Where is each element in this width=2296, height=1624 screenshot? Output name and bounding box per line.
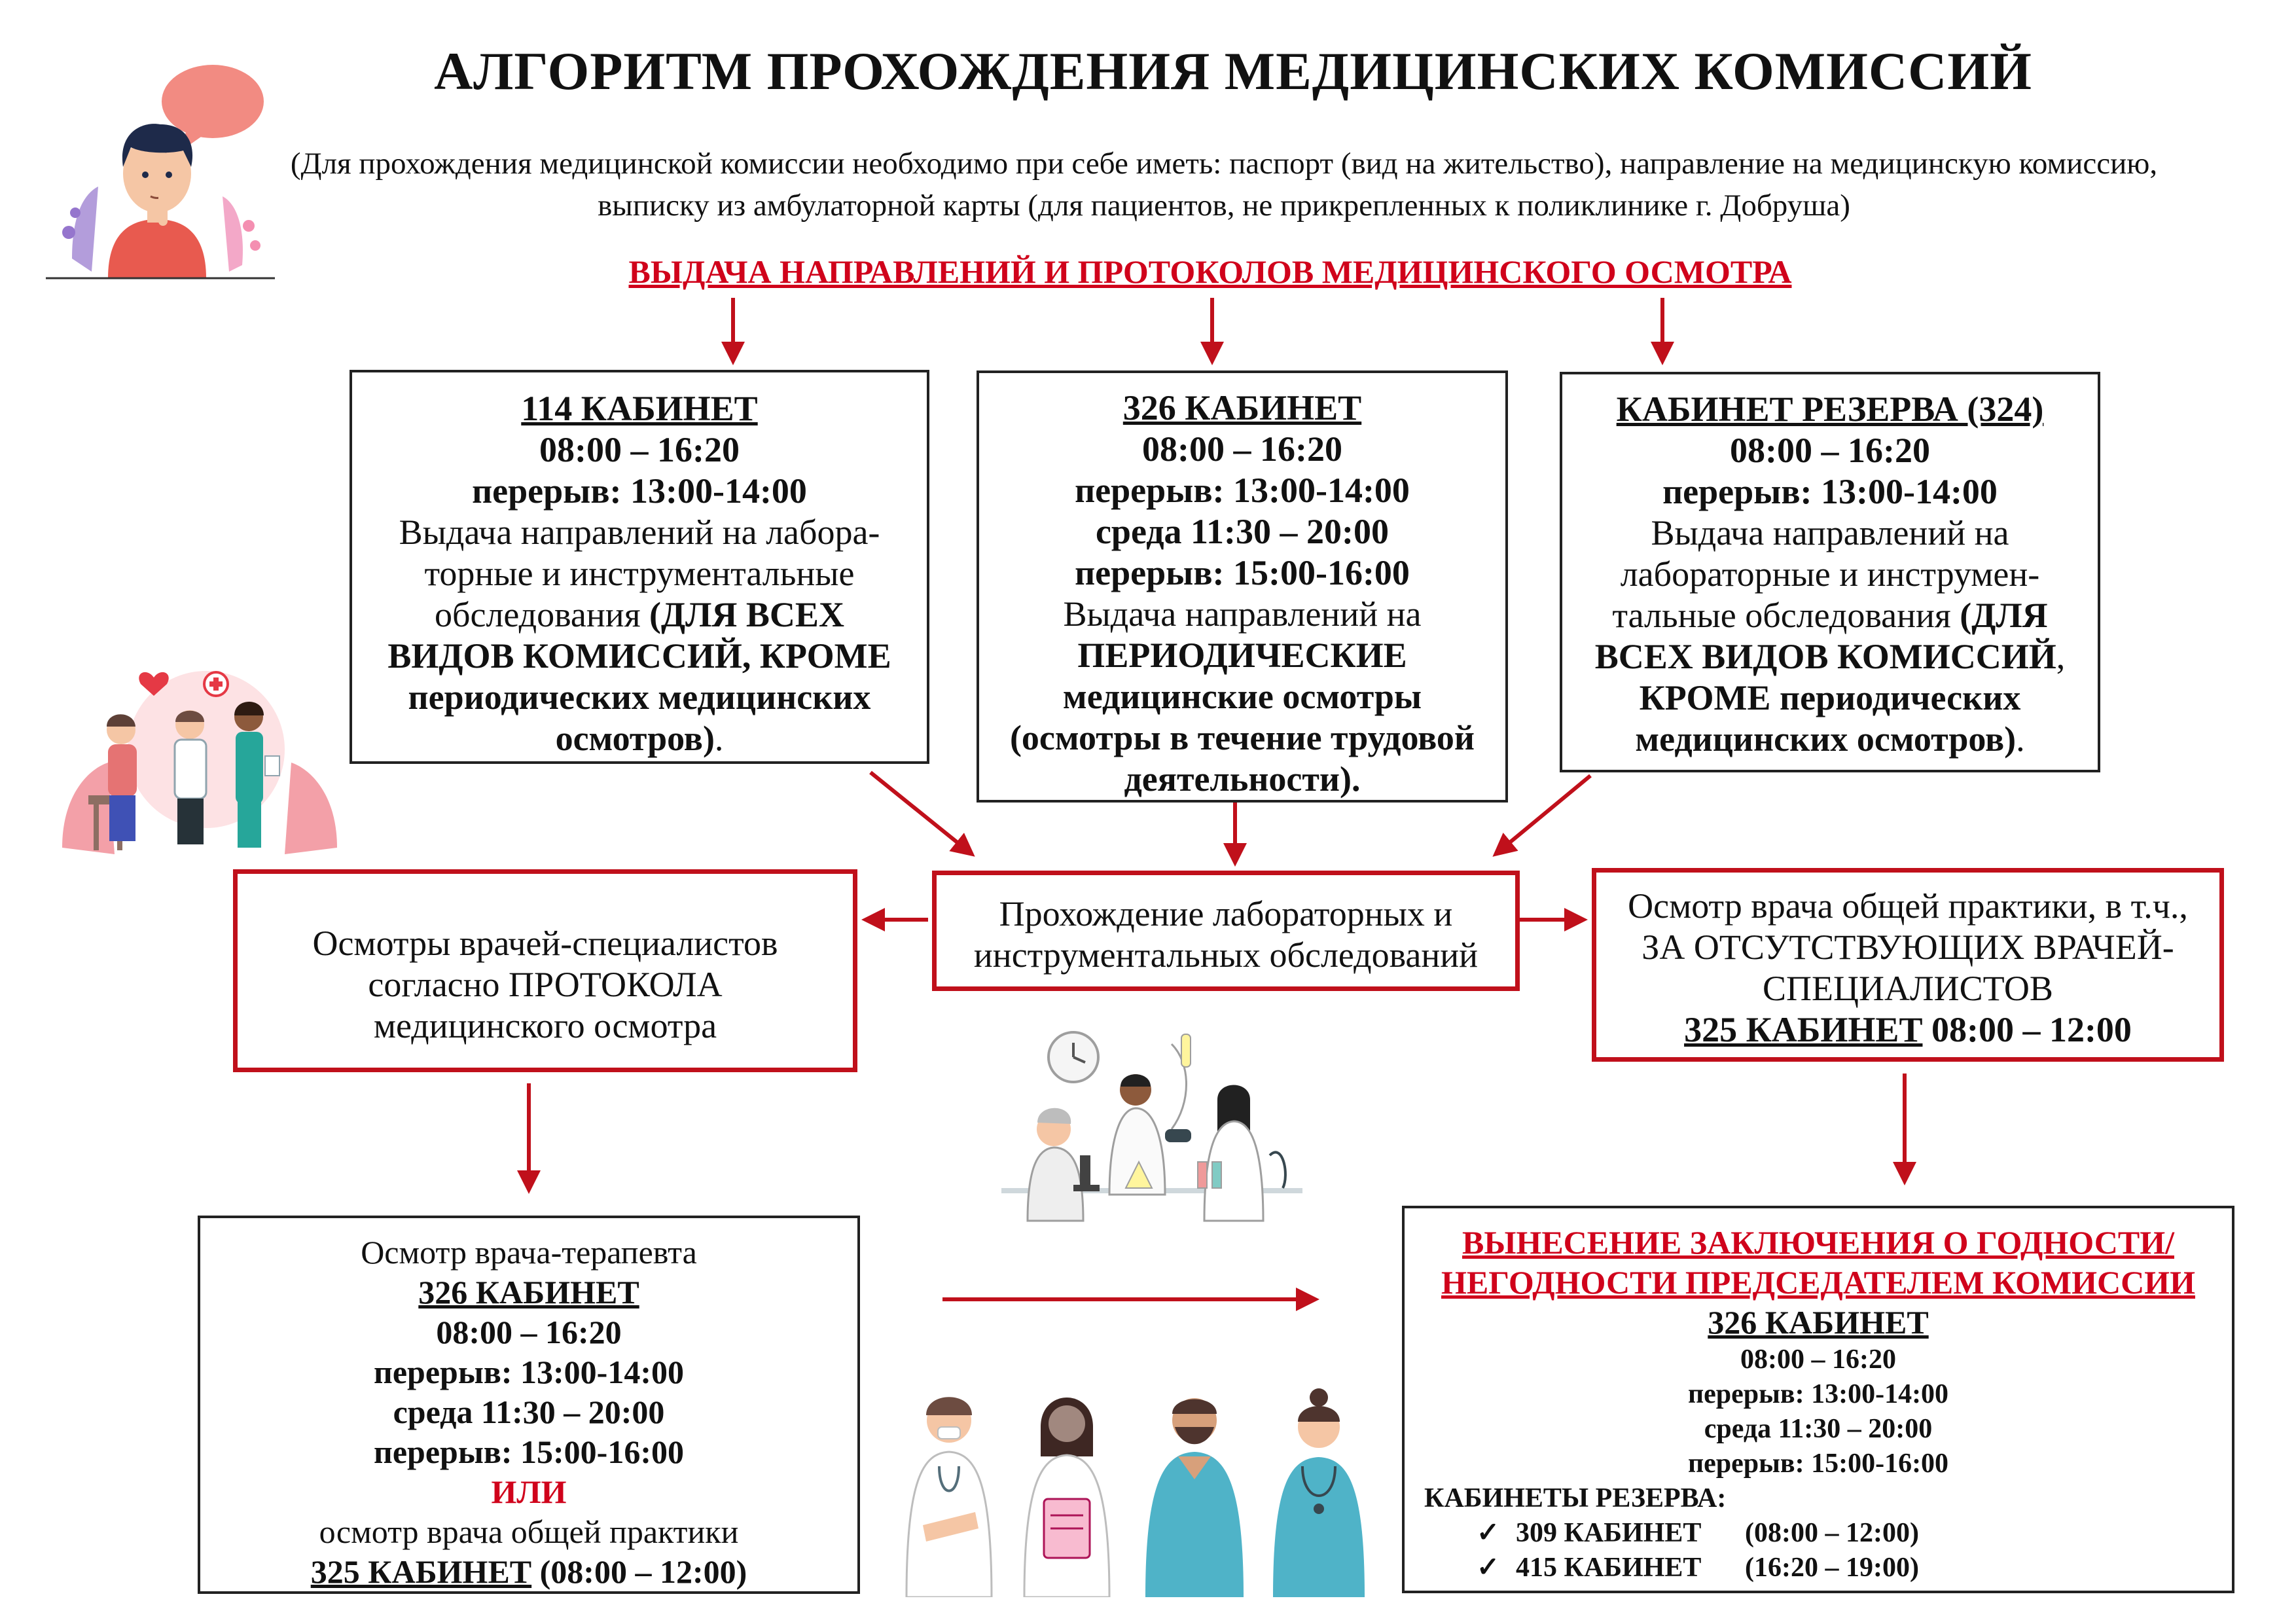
doctor-patient-illustration bbox=[62, 671, 337, 854]
lab-tests-line-2: инструментальных обследований bbox=[973, 935, 1479, 975]
laboratory-scientists-illustration bbox=[1001, 1031, 1302, 1222]
cabinet-114-desc-4b: , КРОМЕ bbox=[742, 636, 891, 676]
therapist-or: ИЛИ bbox=[491, 1473, 567, 1510]
conclusion-box: ВЫНЕСЕНИЕ ЗАКЛЮЧЕНИЯ О ГОДНОСТИ/ НЕГОДНО… bbox=[1402, 1206, 2234, 1593]
cabinet-114-desc-3a: обследования bbox=[435, 595, 641, 634]
cabinet-324-desc-6a: медицинских осмотров) bbox=[1635, 719, 2017, 759]
reserve-row: ✓ 415 КАБИНЕТ (16:20 – 19:00) bbox=[1477, 1551, 2232, 1585]
therapist-alt-cabinet: 325 КАБИНЕТ bbox=[310, 1553, 532, 1590]
cabinet-114-box: 114 КАБИНЕТ 08:00 – 16:20 перерыв: 13:00… bbox=[350, 370, 929, 764]
cabinet-114-desc-3b: (ДЛЯ ВСЕХ bbox=[649, 595, 844, 634]
cabinet-114-title: 114 КАБИНЕТ bbox=[521, 389, 758, 428]
specialists-line-1: Осмотры врачей-специалистов bbox=[312, 924, 778, 963]
thinking-person-illustration bbox=[46, 65, 275, 280]
cabinet-114-desc-4a: ВИДОВ КОМИССИЙ bbox=[387, 636, 742, 676]
cabinet-326-desc-2: ПЕРИОДИЧЕСКИЕ bbox=[1077, 636, 1407, 675]
therapist-hours: 08:00 – 16:20 bbox=[436, 1314, 622, 1350]
gp-hours: 08:00 – 12:00 bbox=[1931, 1010, 2132, 1049]
reserve-heading: КАБИНЕТЫ РЕЗЕРВА: bbox=[1424, 1483, 1727, 1513]
cabinet-324-box: КАБИНЕТ РЕЗЕРВА (324) 08:00 – 16:20 пере… bbox=[1560, 372, 2100, 772]
therapist-box: Осмотр врача-терапевта 326 КАБИНЕТ 08:00… bbox=[198, 1216, 860, 1594]
specialists-box: Осмотры врачей-специалистов согласно ПРО… bbox=[233, 869, 857, 1072]
reserve-list: ✓ 309 КАБИНЕТ (08:00 – 12:00) ✓ 415 КАБИНЕТ (… bbox=[1405, 1516, 2232, 1585]
cabinet-324-desc-3b: (ДЛЯ bbox=[1960, 596, 2048, 635]
cabinet-324-desc-3a: тальные обследования bbox=[1612, 596, 1951, 635]
lab-tests-line-1: Прохождение лабораторных и bbox=[999, 894, 1453, 933]
gp-box: Осмотр врача общей практики, в т.ч., ЗА … bbox=[1592, 868, 2224, 1062]
gp-line-1: Осмотр врача общей практики, в т.ч., bbox=[1628, 886, 2188, 926]
lab-tests-box: Прохождение лабораторных и инструменталь… bbox=[932, 871, 1520, 991]
cabinet-326-desc-1: Выдача направлений на bbox=[1063, 594, 1422, 634]
cabinet-324-desc-5a: КРОМЕ bbox=[1639, 678, 1771, 717]
gp-cabinet: 325 КАБИНЕТ bbox=[1684, 1010, 1923, 1049]
therapist-wednesday: среда 11:30 – 20:00 bbox=[393, 1394, 665, 1430]
therapist-break-2: перерыв: 15:00-16:00 bbox=[374, 1434, 684, 1470]
cabinet-114-desc-6b: . bbox=[714, 719, 724, 758]
cabinet-324-desc-6b: . bbox=[2016, 719, 2025, 759]
cabinet-326-break-2: перерыв: 15:00-16:00 bbox=[1075, 553, 1410, 592]
cabinet-114-desc-6a: осмотров) bbox=[555, 719, 715, 758]
conclusion-head-2: НЕГОДНОСТИ ПРЕДСЕДАТЕЛЕМ КОМИССИИ bbox=[1441, 1264, 2195, 1301]
cabinet-324-title: КАБИНЕТ РЕЗЕРВА (324) bbox=[1616, 389, 2044, 429]
reserve-hours: (16:20 – 19:00) bbox=[1745, 1553, 1919, 1583]
issuance-heading: ВЫДАЧА НАПРАВЛЕНИЙ И ПРОТОКОЛОВ МЕДИЦИНС… bbox=[628, 253, 1792, 290]
cabinet-324-hours: 08:00 – 16:20 bbox=[1730, 431, 1930, 470]
cabinet-326-desc-5: деятельности). bbox=[1124, 759, 1361, 799]
cabinet-326-desc-4: (осмотры в течение трудовой bbox=[1009, 718, 1475, 757]
conclusion-break-2: перерыв: 15:00-16:00 bbox=[1687, 1449, 1949, 1479]
cabinet-326-wednesday: среда 11:30 – 20:00 bbox=[1095, 512, 1390, 551]
conclusion-hours: 08:00 – 16:20 bbox=[1740, 1344, 1896, 1375]
therapist-line-1: Осмотр врача-терапевта bbox=[361, 1234, 697, 1271]
reserve-cabinet: 309 КАБИНЕТ bbox=[1516, 1518, 1702, 1548]
cabinet-326-hours: 08:00 – 16:20 bbox=[1142, 429, 1342, 469]
therapist-break-1: перерыв: 13:00-14:00 bbox=[374, 1354, 684, 1390]
conclusion-cabinet: 326 КАБИНЕТ bbox=[1708, 1304, 1929, 1341]
cabinet-324-desc-4b: , bbox=[2056, 637, 2066, 676]
cabinet-324-desc-4a: ВСЕХ ВИДОВ КОМИССИЙ bbox=[1594, 637, 2056, 676]
cabinet-324-desc-5b: периодических bbox=[1779, 678, 2021, 717]
medical-staff-illustration bbox=[905, 1388, 1365, 1597]
cabinet-114-desc-1: Выдача направлений на лабора- bbox=[399, 513, 880, 552]
subtitle-line-1: (Для прохождения медицинской комиссии не… bbox=[290, 147, 2158, 181]
cabinet-326-break-1: перерыв: 13:00-14:00 bbox=[1075, 471, 1410, 510]
page-subtitle: (Для прохождения медицинской комиссии не… bbox=[216, 143, 2232, 226]
cabinet-326-box: 326 КАБИНЕТ 08:00 – 16:20 перерыв: 13:00… bbox=[977, 370, 1508, 803]
arrow-324-to-lab bbox=[1492, 774, 1592, 857]
gp-line-3: СПЕЦИАЛИСТОВ bbox=[1763, 969, 2053, 1008]
cabinet-324-desc-1: Выдача направлений на bbox=[1651, 513, 2009, 552]
cabinet-114-desc-5: периодических медицинских bbox=[408, 677, 871, 717]
cabinet-114-break: перерыв: 13:00-14:00 bbox=[472, 471, 807, 511]
specialists-line-3: медицинского осмотра bbox=[373, 1006, 717, 1045]
subtitle-line-2: выписку из амбулаторной карты (для пацие… bbox=[598, 189, 1850, 223]
checkmark-icon: ✓ bbox=[1477, 1518, 1500, 1548]
cabinet-114-hours: 08:00 – 16:20 bbox=[539, 430, 740, 469]
arrow-114-to-lab bbox=[869, 770, 975, 857]
page-title: АЛГОРИТМ ПРОХОЖДЕНИЯ МЕДИЦИНСКИХ КОМИССИ… bbox=[434, 41, 2032, 101]
specialists-line-2: согласно ПРОТОКОЛА bbox=[368, 965, 723, 1004]
conclusion-wednesday: среда 11:30 – 20:00 bbox=[1704, 1414, 1933, 1444]
checkmark-icon: ✓ bbox=[1477, 1553, 1500, 1583]
reserve-cabinet: 415 КАБИНЕТ bbox=[1516, 1553, 1702, 1583]
therapist-alt: осмотр врача общей практики bbox=[319, 1513, 739, 1550]
therapist-cabinet: 326 КАБИНЕТ bbox=[418, 1274, 639, 1310]
therapist-alt-hours: (08:00 – 12:00) bbox=[539, 1553, 747, 1590]
conclusion-break-1: перерыв: 13:00-14:00 bbox=[1687, 1379, 1949, 1409]
gp-line-2: ЗА ОТСУТСТВУЮЩИХ ВРАЧЕЙ- bbox=[1641, 928, 2174, 967]
conclusion-head-1: ВЫНЕСЕНИЕ ЗАКЛЮЧЕНИЯ О ГОДНОСТИ/ bbox=[1462, 1224, 2174, 1261]
reserve-hours: (08:00 – 12:00) bbox=[1745, 1518, 1919, 1548]
reserve-row: ✓ 309 КАБИНЕТ (08:00 – 12:00) bbox=[1477, 1516, 2232, 1551]
cabinet-324-desc-2: лабораторные и инструмен- bbox=[1620, 554, 2040, 594]
cabinet-326-title: 326 КАБИНЕТ bbox=[1122, 388, 1362, 427]
cabinet-324-break: перерыв: 13:00-14:00 bbox=[1662, 472, 1998, 511]
cabinet-114-desc-2: торные и инструментальные bbox=[424, 554, 855, 593]
cabinet-326-desc-3: медицинские осмотры bbox=[1062, 677, 1422, 716]
